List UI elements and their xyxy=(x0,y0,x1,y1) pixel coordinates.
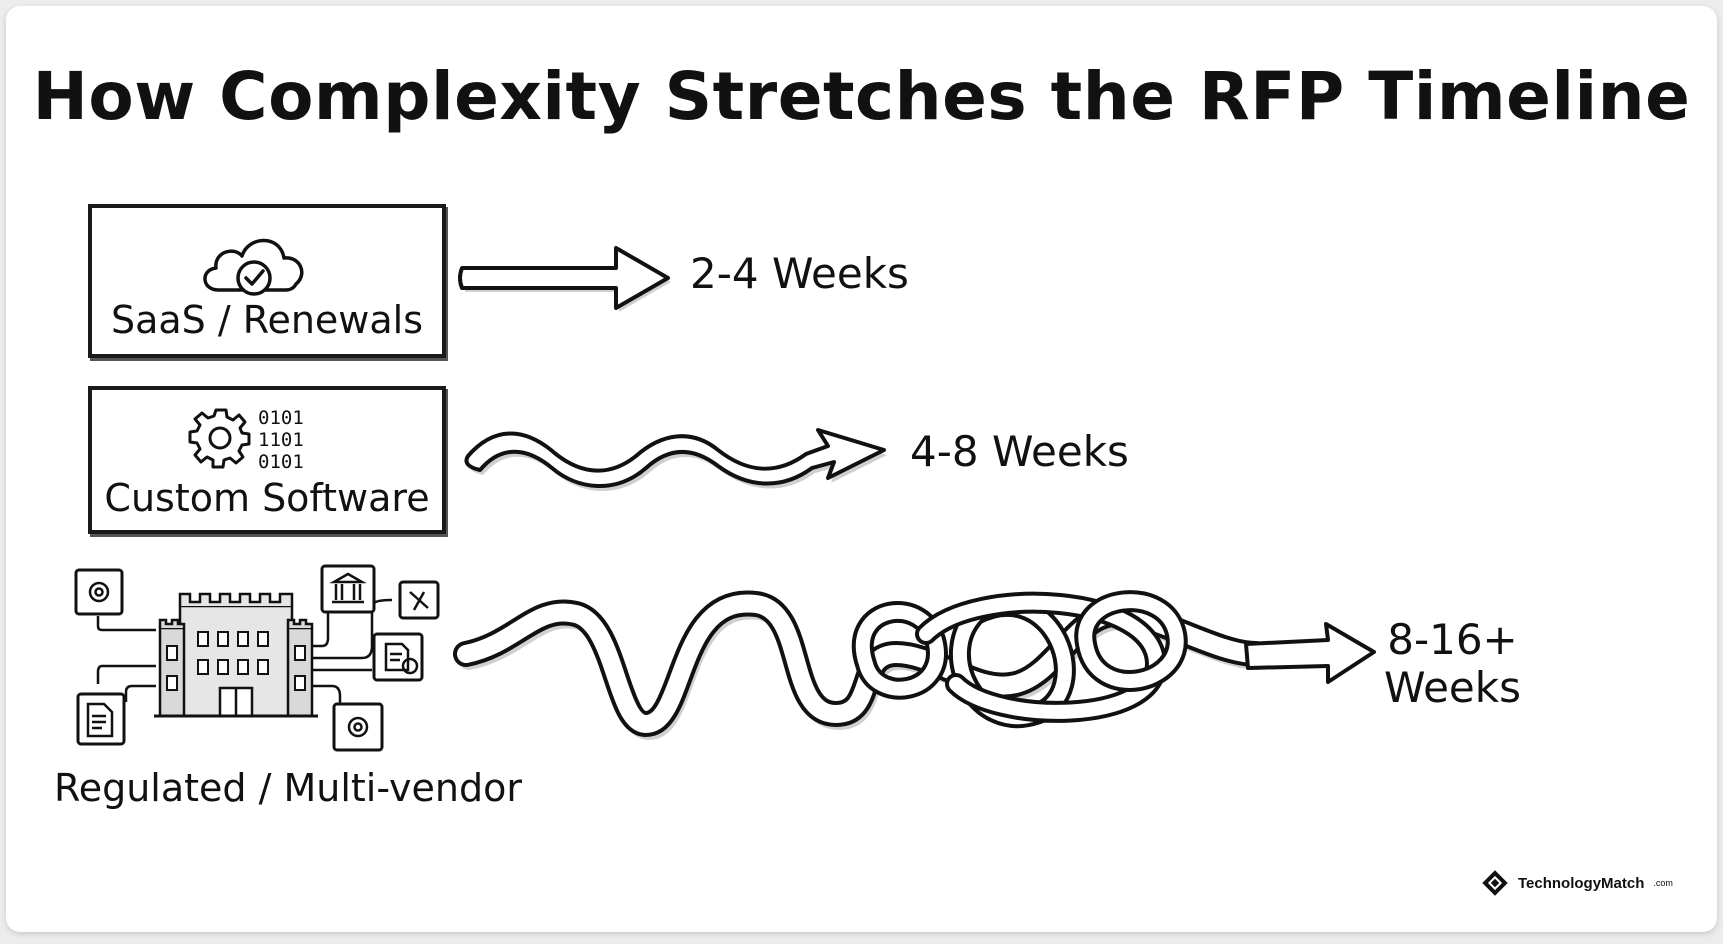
brand-logo: TechnologyMatch .com xyxy=(1480,868,1673,898)
brand-diamond-icon xyxy=(1482,870,1508,896)
duration-regulated: 8-16+ Weeks xyxy=(1384,615,1521,713)
diagram-title: How Complexity Stretches the RFP Timelin… xyxy=(32,58,1691,135)
tier-label-regulated: Regulated / Multi-vendor xyxy=(54,766,523,810)
tier-box-custom: 0101 1101 0101 Custom Software xyxy=(88,386,446,534)
arrow-straight xyxy=(458,246,671,312)
tier-label-custom: Custom Software xyxy=(104,476,430,520)
castle-network-icon xyxy=(74,564,440,752)
duration-custom: 4-8 Weeks xyxy=(910,427,1129,476)
duration-saas: 2-4 Weeks xyxy=(690,249,909,298)
brand-name: TechnologyMatch xyxy=(1518,874,1645,892)
tier-label-saas: SaaS / Renewals xyxy=(110,298,424,342)
gear-binary-icon: 0101 1101 0101 xyxy=(188,407,304,473)
binary-line-1: 0101 xyxy=(258,407,304,429)
binary-line-3: 0101 xyxy=(258,451,304,473)
binary-line-2: 1101 xyxy=(258,429,304,451)
cloud-check-icon xyxy=(203,238,304,296)
duration-regulated-line-1: 8-16+ xyxy=(1387,615,1518,664)
arrow-tangled xyxy=(453,590,1376,741)
brand-suffix: .com xyxy=(1653,878,1673,888)
duration-regulated-line-2: Weeks xyxy=(1384,663,1521,713)
arrow-wavy xyxy=(464,428,887,492)
tier-box-saas: SaaS / Renewals xyxy=(88,204,446,358)
